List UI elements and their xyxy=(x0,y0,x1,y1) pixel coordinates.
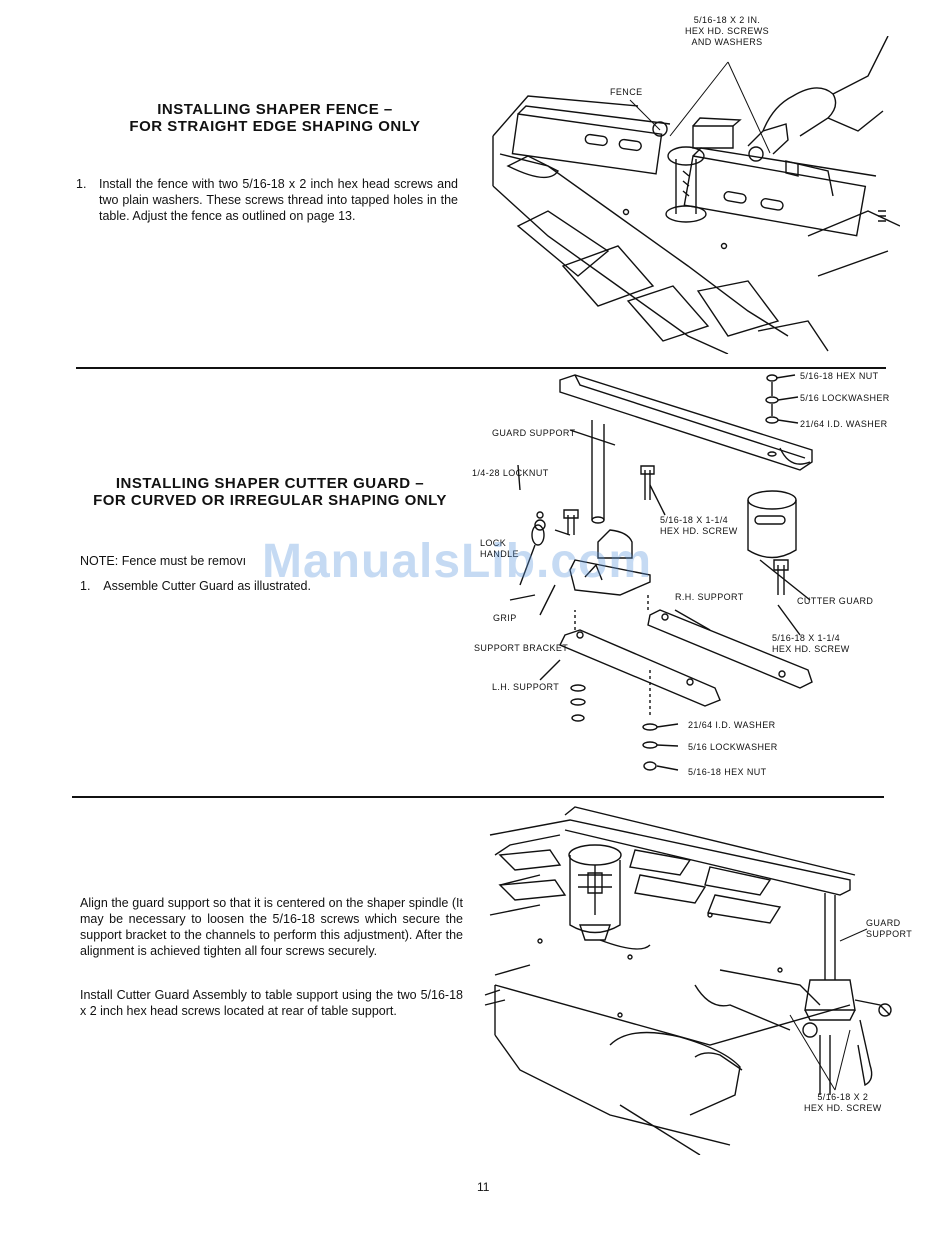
label-lock-handle-line1: LOCK xyxy=(480,538,507,548)
section2-title-line2: FOR CURVED OR IRREGULAR SHAPING ONLY xyxy=(93,492,447,509)
label-screw-lower-line1: 5/16-18 X 1-1/4 xyxy=(772,633,841,643)
section2-note: NOTE: Fence must be removı xyxy=(80,553,246,569)
section1-title: INSTALLING SHAPER FENCE – FOR STRAIGHT E… xyxy=(95,101,455,135)
label-guard-support-installed-line1: GUARD xyxy=(866,918,901,928)
page-number: 11 xyxy=(477,1180,490,1194)
fence-illustration xyxy=(488,36,900,354)
section2-step: 1. Assemble Cutter Guard as illustrated. xyxy=(80,578,311,594)
note-text: Fence must be removı xyxy=(121,554,247,568)
label-screw-lower-line2: HEX HD. SCREW xyxy=(772,644,850,654)
label-fence-screws-line2: HEX HD. SCREWS xyxy=(684,26,770,36)
divider-2 xyxy=(72,796,884,798)
step-number: 1. xyxy=(80,579,91,593)
guard-support-leader xyxy=(835,925,875,945)
label-screw-lower: 5/16-18 X 1-1/4 HEX HD. SCREW xyxy=(772,633,850,655)
label-fence: FENCE xyxy=(610,87,643,97)
section3-para1: Align the guard support so that it is ce… xyxy=(80,896,463,958)
step-number: 1. xyxy=(76,177,87,191)
section1-title-line1: INSTALLING SHAPER FENCE – xyxy=(157,101,393,118)
fence-leader-lines xyxy=(600,58,800,158)
label-locknut: 1/4-28 LOCKNUT xyxy=(472,468,549,478)
step-text: Install the fence with two 5/16-18 x 2 i… xyxy=(99,177,458,223)
label-fence-screws-line3: AND WASHERS xyxy=(691,37,763,47)
label-hex-screw-installed-line2: HEX HD. SCREW xyxy=(804,1103,882,1113)
divider-1 xyxy=(76,367,886,369)
section1-title-line2: FOR STRAIGHT EDGE SHAPING ONLY xyxy=(129,118,421,135)
label-screw-upper-line1: 5/16-18 X 1-1/4 xyxy=(660,515,729,525)
label-rh-support: R.H. SUPPORT xyxy=(675,592,744,602)
label-support-bracket: SUPPORT BRACKET xyxy=(474,643,569,653)
label-lockwasher-bottom: 5/16 LOCKWASHER xyxy=(688,742,778,752)
label-guard-support: GUARD SUPPORT xyxy=(492,428,576,438)
section2-title-line1: INSTALLING SHAPER CUTTER GUARD – xyxy=(115,475,425,492)
label-screw-upper-line2: HEX HD. SCREW xyxy=(660,526,738,536)
watermark: ManualsLib.com xyxy=(262,535,653,588)
label-washer-bottom: 21/64 I.D. WASHER xyxy=(688,720,776,730)
label-cutter-guard: CUTTER GUARD xyxy=(797,596,874,606)
label-hex-screw-installed-line1: 5/16-18 X 2 xyxy=(817,1092,869,1102)
section1-step: 1. Install the fence with two 5/16-18 x … xyxy=(76,176,458,224)
label-screw-upper: 5/16-18 X 1-1/4 HEX HD. SCREW xyxy=(660,515,738,537)
label-washer-top: 21/64 I.D. WASHER xyxy=(800,419,888,429)
label-lh-support: L.H. SUPPORT xyxy=(492,682,560,692)
hex-screw-leader xyxy=(780,1000,860,1095)
label-guard-support-installed: GUARD SUPPORT xyxy=(866,918,912,940)
section3-para2: Install Cutter Guard Assembly to table s… xyxy=(80,988,463,1018)
section2-title: INSTALLING SHAPER CUTTER GUARD – FOR CUR… xyxy=(72,475,468,509)
label-fence-screws: 5/16-18 X 2 IN. HEX HD. SCREWS AND WASHE… xyxy=(672,15,782,48)
label-hex-nut-top: 5/16-18 HEX NUT xyxy=(800,371,879,381)
label-lock-handle-line2: HANDLE xyxy=(480,549,519,559)
label-guard-support-installed-line2: SUPPORT xyxy=(866,929,913,939)
label-fence-screws-line1: 5/16-18 X 2 IN. xyxy=(693,15,761,25)
label-hex-screw-installed: 5/16-18 X 2 HEX HD. SCREW xyxy=(804,1092,882,1114)
note-label: NOTE: xyxy=(80,554,119,568)
label-grip: GRIP xyxy=(493,613,517,623)
label-lock-handle: LOCK HANDLE xyxy=(480,538,519,560)
cutter-guard-illustration xyxy=(500,370,840,780)
installed-guard-illustration xyxy=(480,805,920,1155)
label-lockwasher-top: 5/16 LOCKWASHER xyxy=(800,393,890,403)
step-text: Assemble Cutter Guard as illustrated. xyxy=(103,579,311,593)
label-hex-nut-bottom: 5/16-18 HEX NUT xyxy=(688,767,767,777)
